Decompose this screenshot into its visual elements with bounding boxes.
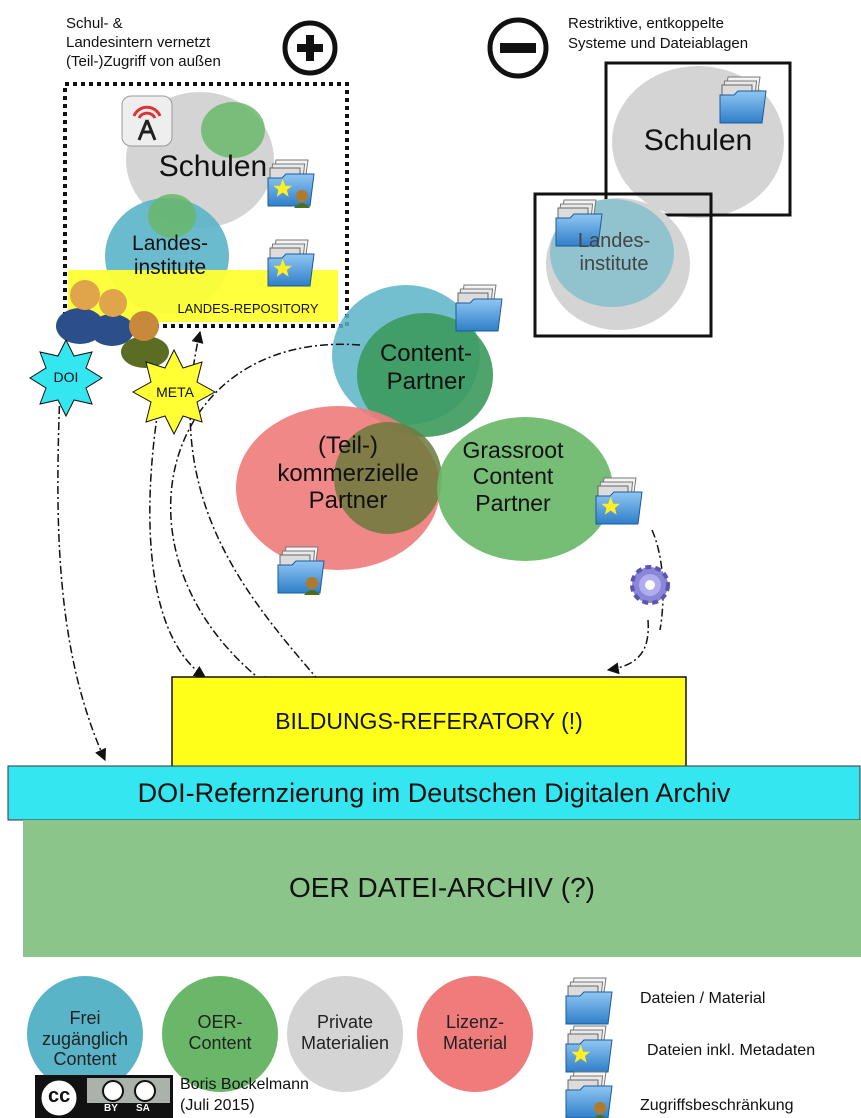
folder-icon-right-schulen [719,76,767,124]
label-line: Partner [475,489,551,516]
legend-license-label: Lizenz- Material [417,1012,533,1053]
label-line: zugänglich [41,1028,129,1049]
repository-label: LANDES-REPOSITORY [177,301,319,316]
archive-box [23,820,861,957]
content-partner-inner [357,313,493,437]
doi-badge-label: DOI [53,369,79,385]
right-schulen-box [604,61,792,217]
note-line: Restriktive, entkoppelte [568,15,724,32]
archive-label: OER DATEI-ARCHIV (?) [289,872,595,903]
referatory-label: BILDUNGS-REFERATORY (!) [275,708,583,734]
left-network-box [63,82,349,328]
folder-icon-left-landes [267,239,315,287]
label-line: Grassroot [462,437,564,463]
author-date: (Juli 2015) [180,1097,255,1114]
right-schulen-label: Schulen [643,124,753,157]
doi-bar [7,765,861,821]
cc-by-text: BY [104,1103,118,1114]
left-schulen-label: Schulen [158,150,268,183]
right-landes-box [533,192,713,338]
label-line: Lizenz- [445,1012,505,1032]
label-line: Frei [69,1008,101,1028]
label-line: Partner [308,487,388,515]
referatory-box [171,676,687,769]
commercial-partner-label: (Teil-) kommerzielle Partner [258,432,438,515]
folder-icon-commercial [277,546,325,595]
label-line: Material [442,1032,508,1053]
legend-folder-lock-icon [565,1071,613,1118]
note-line: Systeme und Dateiablagen [568,35,749,52]
antenna-icon [121,95,173,147]
right-landes-label: Landes- institute [560,230,668,276]
cc-sa-text: SA [136,1103,150,1114]
label-line: institute [579,253,649,275]
cc-license-icon [35,1075,173,1118]
left-overlap-green [148,194,196,238]
legend-folder-meta-icon [565,1025,613,1073]
label-line: Partner [386,367,466,395]
folder-icon-left-schulen [267,159,315,208]
meta-badge-shape [131,348,217,436]
legend-circle-oer [162,976,278,1092]
legend-private-label: Private Materialien [287,1012,403,1053]
grassroot-partner-label: Grassroot Content Partner [445,437,581,516]
legend-files-access-label: Zugriffsbeschränkung [640,1097,794,1114]
note-line: Landesintern vernetzt [66,34,211,51]
legend-circle-license [417,976,533,1092]
meta-badge-label: META [156,384,194,400]
label-line: Materialien [300,1032,390,1053]
left-green-small-circle [201,102,265,158]
legend-free-label: Frei zugänglich Content [27,1008,143,1070]
label-line: Content- [379,340,473,367]
label-line: kommerzielle [277,459,419,487]
legend-circle-private [287,976,403,1092]
label-line: (Teil-) [318,432,378,459]
cc-text: cc [48,1085,71,1107]
note-line: Schul- & [66,15,123,32]
commercial-overlap [334,422,442,534]
content-partner-label: Content- Partner [360,340,492,395]
legend-files-label: Dateien / Material [640,990,766,1007]
legend-circle-free [27,976,143,1092]
label-line: institute [133,256,207,280]
label-line: Content [472,463,554,490]
label-line: Landes- [132,232,208,255]
grassroot-partner-circle [437,417,613,561]
label-line: Landes- [577,230,651,252]
folder-icon-grassroot [595,477,643,525]
left-landes-label: Landes- institute [120,232,220,280]
doi-bar-label: DOI-Refernzierung im Deutschen Digitalen… [137,778,731,808]
label-line: OER- [197,1012,243,1032]
legend-files-meta-label: Dateien inkl. Metadaten [647,1042,816,1059]
folder-icon-content-partner [455,284,503,332]
legend-oer-label: OER- Content [162,1012,278,1053]
gear-icon [630,565,670,605]
doi-badge-shape [29,338,103,418]
label-line: Content [188,1032,252,1053]
note-line: (Teil-)Zugriff von außen [66,53,221,70]
legend-folder-icon [565,977,613,1025]
users-icon [56,280,169,368]
label-line: Private [316,1012,374,1032]
author-name: Boris Bockelmann [180,1076,309,1093]
top-left-note: Schul- & Landesintern vernetzt (Teil-)Zu… [66,14,221,71]
top-right-note: Restriktive, entkoppelte Systeme und Dat… [568,14,748,54]
label-line: Content [53,1049,117,1070]
